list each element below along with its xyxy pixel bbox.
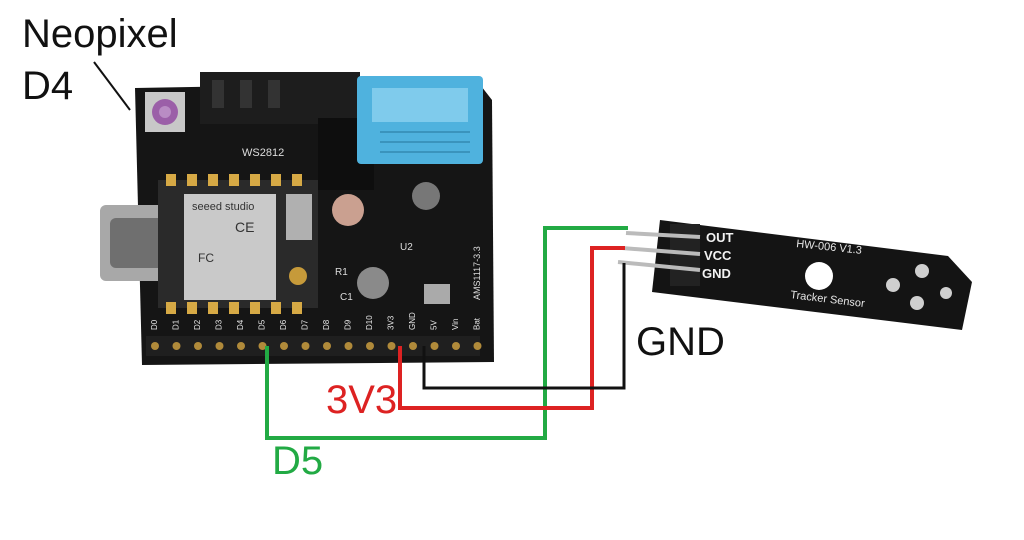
header-pin [194,342,202,350]
module-pad [250,302,260,314]
header-pin [409,342,417,350]
microcontroller-board: seeed studio CE FC WS2812 U2 C1 R1 AMS11… [100,72,494,365]
header-pin [237,342,245,350]
silkscreen-r1: R1 [335,267,348,278]
pin-dots [151,342,482,350]
signal-wire [265,226,628,440]
header-pin [323,342,331,350]
header-pin-label: D10 [365,315,374,330]
vcc-wire [398,246,625,410]
module-pad [229,302,239,314]
header-pin [344,342,353,350]
neopixel-pointer [93,61,131,111]
module-pad [187,302,197,314]
header-pin [151,342,159,350]
module-pad [271,174,281,186]
header-pin [280,342,288,350]
indicator-led [910,296,924,310]
gnd-label: GND [636,320,725,364]
silkscreen-u2: U2 [400,242,413,253]
seeed-module: seeed studio CE FC [158,174,318,314]
mounting-hole [805,262,833,290]
module-pad [292,302,302,314]
capacitor-top [412,182,440,210]
tracker-sensor-board: OUT VCC GND HW-006 V1.3 Tracker Sensor [617,220,972,330]
header-pin [366,342,374,350]
silkscreen-ws2812: WS2812 [242,147,284,159]
header-pin-label: D6 [279,319,288,330]
header-pin-label: Bat [473,317,482,330]
header-pin [452,342,460,350]
module-pad [208,174,218,186]
neopixel-led [145,92,185,132]
silkscreen-c1: C1 [340,292,353,303]
ir-emitter [886,278,900,292]
board-brand-text: seeed studio [192,201,254,213]
header-pin [301,342,310,350]
header-pin [258,342,267,350]
gnd-wire [422,263,626,390]
header-pin-label: 3V3 [387,315,396,330]
header-pin-label: D3 [215,319,224,330]
regulator-chip [424,284,450,304]
module-pad [208,302,218,314]
header-pin [387,342,396,350]
header-pin-label: Vin [451,319,460,330]
header-pin [430,342,439,350]
module-pad [166,302,176,314]
module-pad [250,174,260,186]
vcc-label: 3V3 [326,378,398,422]
header-pin-label: D7 [301,319,310,330]
capacitor-bottom [357,267,389,299]
rf-shield [184,194,276,300]
module-pad [271,302,281,314]
sensor-pin-vcc: VCC [704,248,732,263]
header-pin-label: D9 [344,319,353,330]
antenna [286,194,312,240]
silkscreen-regulator: AMS1117-3.3 [472,246,482,300]
header-pin-label: D5 [258,319,267,330]
module-pad [187,174,197,186]
header-pin-label: D1 [172,319,181,330]
header-pin-label: D8 [322,319,331,330]
antenna-connector [289,267,307,285]
header-pin [172,342,181,350]
dht-sensor [357,76,483,164]
ir-receiver [915,264,929,278]
pin-labels: D0 D1 D2 D3 D4 D5 D6 D7 D8 D9 D10 3V3 GND 5V Vin Bat [150,312,482,330]
board-fc-text: FC [198,251,214,265]
module-pad [229,174,239,186]
header-pin-label: D4 [236,319,245,330]
light-sensor [332,194,364,226]
module-pad [292,174,302,186]
header-pin-label: GND [408,312,417,330]
neopixel-pin-label: D4 [22,64,74,108]
header-pin-label: D2 [193,319,202,330]
header-pin-label: 5V [430,320,439,330]
pin-header [146,336,480,356]
signal-label: D5 [272,439,324,483]
module-pad [166,174,176,186]
sensor-pin-out: OUT [706,230,734,245]
header-pin-label: D0 [150,319,159,330]
neopixel-label: Neopixel [22,12,178,56]
board-ce-text: CE [235,219,254,235]
header-pin [473,342,482,350]
sensor-pin-gnd: GND [702,266,731,281]
sensor-led [940,287,952,299]
header-pin [215,342,224,350]
